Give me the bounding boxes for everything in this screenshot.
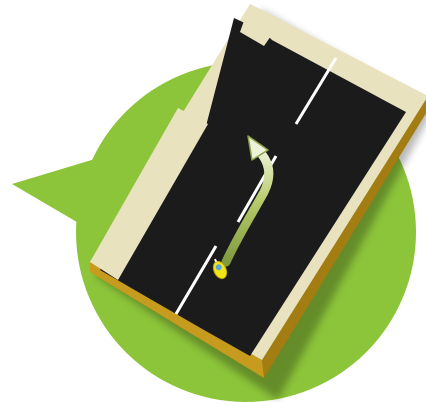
road-illustration	[0, 0, 426, 402]
